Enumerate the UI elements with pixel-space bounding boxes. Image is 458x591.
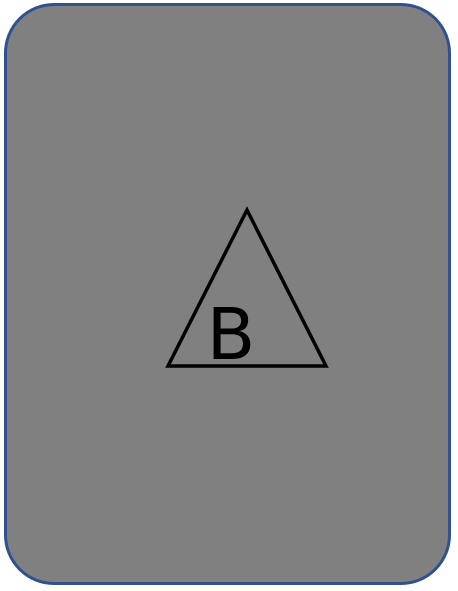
triangle-icon: B xyxy=(165,206,329,376)
card: B xyxy=(4,3,451,585)
symbol-letter: B xyxy=(207,293,256,376)
triangle-symbol: B xyxy=(165,206,329,376)
triangle-outline xyxy=(165,206,329,368)
